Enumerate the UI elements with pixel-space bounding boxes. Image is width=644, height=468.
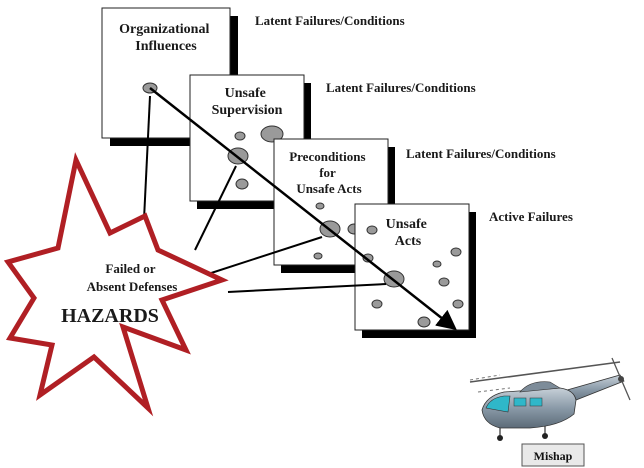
star-outline [3,152,229,417]
hole [235,178,249,190]
hole [234,131,246,141]
hole [450,247,462,257]
hole [313,252,323,260]
trajectory-arrow [149,87,457,331]
layer-title: Preconditions for Unsafe Acts [289,149,369,196]
hole [371,299,383,309]
helicopter-image [469,357,631,441]
layer-unsafe-acts: Unsafe Acts Active Failures [354,203,573,338]
layer-title: Unsafe Supervision [212,86,283,118]
mishap-label: Mishap [534,449,573,463]
connector-line [194,165,237,251]
mishap-box: Mishap [521,443,585,467]
rotor-blade [469,361,621,383]
hole [260,125,284,143]
layer-side-label: Latent Failures/Conditions [255,13,405,28]
hole [417,316,431,328]
layer-side-label: Active Failures [489,209,573,224]
hole [362,253,374,263]
hole [432,260,442,268]
hole [438,277,450,287]
layer-side-label: Latent Failures/Conditions [326,80,476,95]
hazards-label: HAZARDS [61,305,159,327]
hole [366,225,378,235]
connector-line [204,236,323,276]
layer-title: Unsafe Acts [386,217,431,249]
layer-title: Organizational Influences [119,22,213,54]
hole [452,299,464,309]
layer-side-label: Latent Failures/Conditions [406,146,556,161]
connector-line [227,283,387,293]
hole [315,202,325,210]
accident-trajectory [149,87,457,331]
mishap-frame [521,443,585,467]
panel [354,203,470,331]
hazards-star: Failed or Absent Defenses HAZARDS [3,152,229,417]
star-text: Failed or Absent Defenses [87,261,178,294]
